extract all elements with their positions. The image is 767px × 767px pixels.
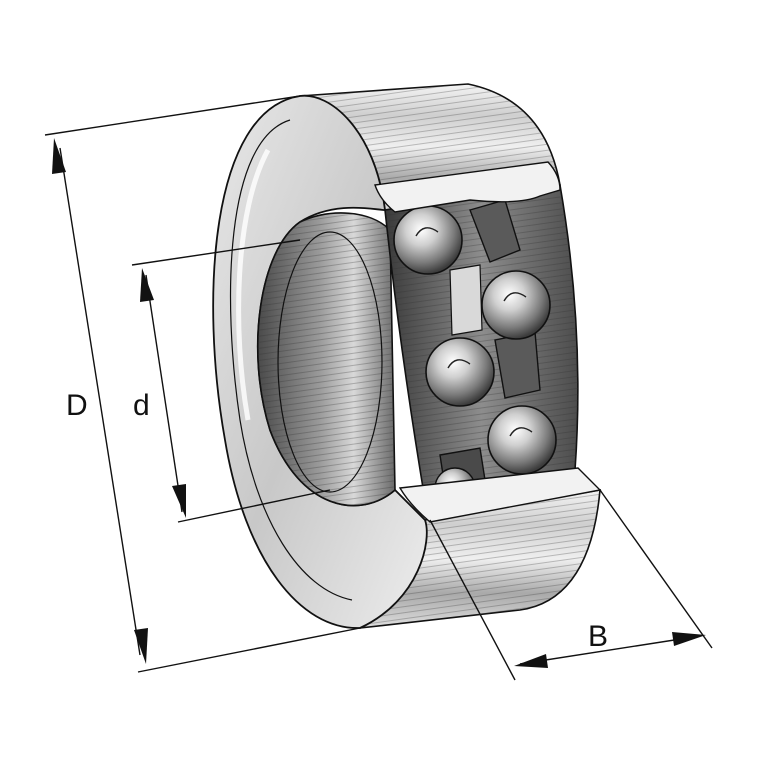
ball [481,270,551,340]
outer-ring-section [374,161,602,523]
ball [393,205,463,275]
ball [487,405,557,475]
label-outer-diameter: D [66,389,88,422]
label-bore-diameter: d [133,389,150,422]
label-width: B [588,620,608,653]
dimension-lines [44,95,713,681]
bore [257,212,396,507]
ball [425,337,495,407]
